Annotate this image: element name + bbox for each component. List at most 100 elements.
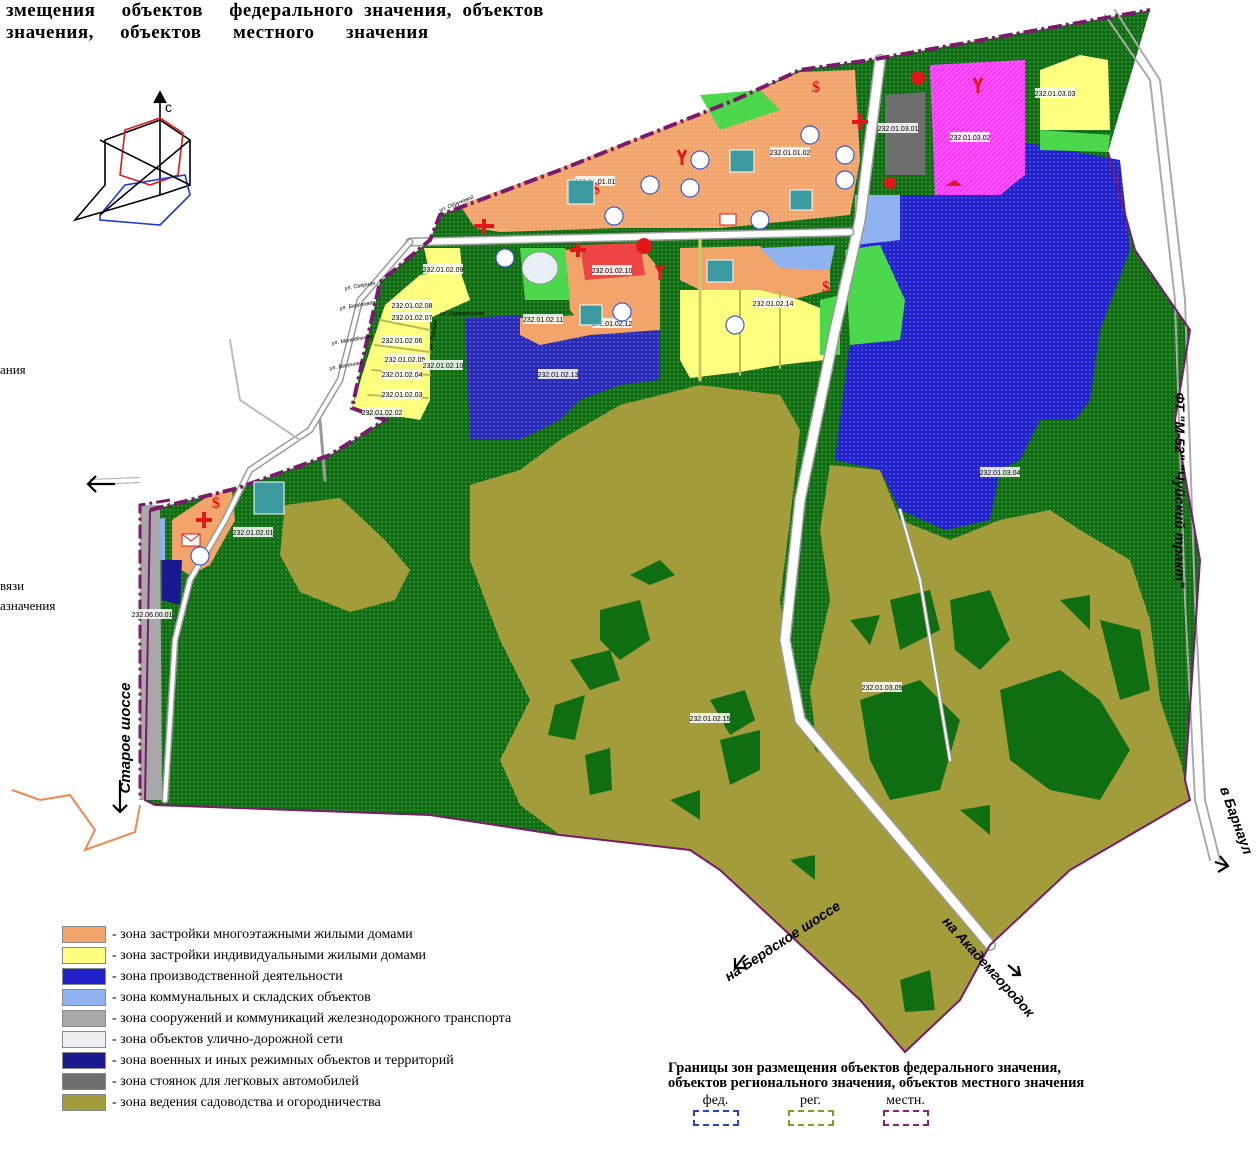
direction-arrows [86, 475, 1230, 977]
zone-id-label: 232.01.02.14 [753, 301, 794, 308]
legend-label: - зона застройки индивидуальными жилыми … [112, 947, 427, 963]
zone-id-box [592, 265, 632, 275]
boundary-key-label: рег. [800, 1093, 821, 1108]
arrow-icon [733, 954, 746, 970]
cafe-icon [945, 180, 962, 186]
legend-label: - зона объектов улично-дорожной сети [112, 1031, 343, 1047]
arrow-icon [112, 780, 128, 814]
map-icons: $ $ $ $ [181, 71, 984, 566]
legend-swatch [62, 1031, 106, 1048]
multistorey-zone-south [172, 490, 235, 575]
legend-swatch [62, 968, 106, 985]
zone-id-box [1035, 88, 1075, 98]
legend-row: - зона военных и иных режимных объектов … [62, 1050, 511, 1071]
hospital-icon [570, 243, 586, 257]
legend-swatch [62, 1010, 106, 1027]
zone-id-box [362, 407, 402, 417]
legend-label: - зона коммунальных и складских объектов [112, 989, 371, 1005]
zone-id-box [538, 369, 578, 379]
boundary-key-swatch [787, 1110, 834, 1126]
legend-row: - зона коммунальных и складских объектов [62, 987, 511, 1008]
municipal-line [11, 789, 141, 852]
legend-row: - зона застройки многоэтажными жилыми до… [62, 924, 511, 945]
boundary-key: местн. [858, 1093, 953, 1131]
arrow-icon [86, 475, 115, 493]
gardening-zone-west [280, 498, 410, 612]
bank-icon: $ [822, 279, 830, 296]
zone-id-box [575, 176, 615, 186]
arrow-icon [1007, 964, 1022, 977]
zone-id-box [382, 389, 422, 399]
boundary-key-swatch [692, 1110, 739, 1126]
zone-id-label: 232.01.03.01 [878, 126, 919, 133]
road-label-m52: ФТ "М-52" "Чуйский тракт" [1172, 392, 1188, 588]
kindergarten-icons [190, 125, 855, 566]
zone-id-label: 232.01.02.15 [690, 716, 731, 723]
zone-id-box [950, 132, 990, 142]
territory-boundary [149, 8, 1151, 512]
zone-id-label: 232.01.02.04 [382, 372, 423, 379]
legend-row: - зона сооружений и коммуникаций железно… [62, 1008, 511, 1029]
zone-id-label: 232.01.02.09 [423, 267, 464, 274]
zone-id-label: 232.01.02.01 [233, 530, 274, 537]
zone-id-box [382, 369, 422, 379]
zone-id-label: 232.01.02.08 [392, 303, 433, 310]
zone-id-box [392, 312, 432, 322]
post-office-icon [719, 213, 737, 226]
zone-id-box [878, 123, 918, 133]
bank-icon: $ [212, 495, 220, 512]
boundary-key-label: фед. [702, 1093, 729, 1108]
zone-id-label: 232.01.02.02 [362, 410, 403, 417]
boundary-key-label: местн. [886, 1093, 925, 1108]
legend-swatch [62, 989, 106, 1006]
hospital-icon [196, 512, 212, 528]
svg-text:ул. Луговая: ул. Луговая [428, 320, 439, 351]
legend-label: - зона сооружений и коммуникаций железно… [112, 1010, 512, 1026]
shopping-icons [636, 71, 925, 254]
legend-label: - зона стоянок для легковых автомобилей [112, 1073, 359, 1089]
hospital-icon [852, 114, 868, 130]
zone-id-box [862, 682, 902, 692]
zone-id-box [233, 527, 273, 537]
zone-id-label: 232.01.03.02 [950, 135, 991, 142]
legend: - зона застройки многоэтажными жилыми до… [62, 924, 511, 1113]
svg-text:ул. Весенняя: ул. Весенняя [328, 360, 363, 372]
zone-id-label: 232.01.02.10 [592, 268, 633, 275]
zone-id-label: 232.01.01.01 [575, 179, 616, 186]
individual-zone-east [680, 290, 825, 378]
post-office-icon-flap [181, 533, 201, 542]
legend-label: - зона застройки многоэтажными жилыми до… [112, 926, 413, 942]
zone-id-box [385, 354, 425, 364]
zone-id-box [523, 314, 563, 324]
forest-islands [548, 560, 1150, 1012]
legend-row: - зона объектов улично-дорожной сети [62, 1029, 511, 1050]
zone-id-label: 232.01.03.03 [1035, 91, 1076, 98]
zone-id-labels: 232.01.03.03 232.01.03.02 232.01.03.01 232.… [132, 88, 1076, 723]
boundary-key: рег. [763, 1093, 858, 1131]
legend-label: - зона производственной деятельности [112, 968, 343, 984]
legend-row: - зона ведения садоводства и огородничес… [62, 1092, 511, 1113]
legend-row: - зона стоянок для легковых автомобилей [62, 1071, 511, 1092]
boundary-key-swatch [882, 1110, 929, 1126]
zone-id-box [753, 298, 793, 308]
side-fragment-3: азначения [0, 598, 56, 613]
zone-id-label: 232.01.02.11 [523, 317, 563, 324]
road-label-barnaul: в Барнаул [1217, 784, 1256, 857]
zone-id-label: 232.01.02.13 [538, 372, 579, 379]
legend-label: - зона ведения садоводства и огородничес… [112, 1094, 381, 1110]
zone-id-label: 232.06.00.01 [132, 612, 173, 619]
zone-id-box [423, 264, 463, 274]
zone-id-box [592, 318, 632, 328]
compass-north-label: с [165, 99, 172, 115]
parking-zone [885, 92, 925, 175]
zone-id-label: 232.01.02.12 [592, 321, 633, 328]
zone-id-box [382, 335, 422, 345]
boundaries-title-2: объектов регионального значения, объекто… [668, 1075, 1085, 1091]
legend-swatch [62, 1073, 106, 1090]
svg-text:ул. Барнаульская: ул. Барнаульская [439, 311, 485, 317]
compass-rose [72, 90, 191, 226]
legend-swatch [62, 1094, 106, 1111]
legend-row: - зона застройки индивидуальными жилыми … [62, 945, 511, 966]
school-icons [253, 149, 813, 515]
side-fragment-2: вязи [0, 578, 25, 593]
